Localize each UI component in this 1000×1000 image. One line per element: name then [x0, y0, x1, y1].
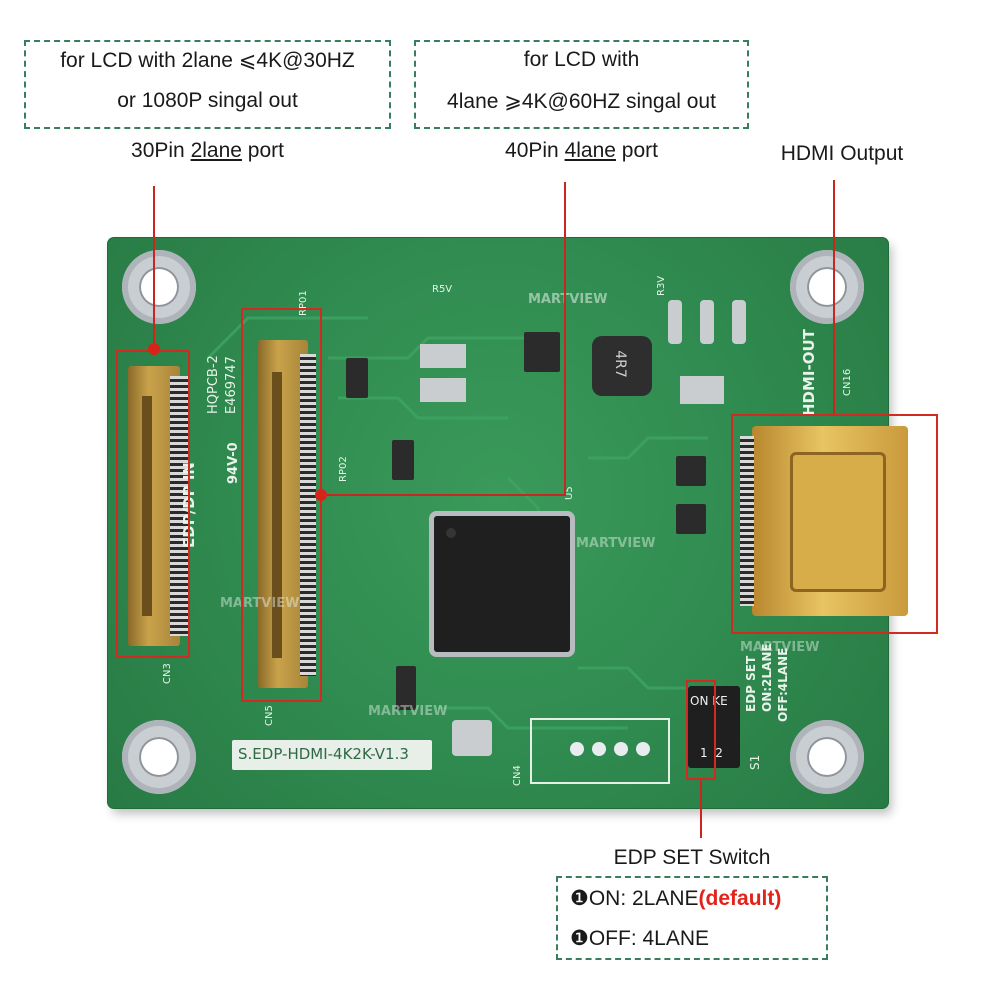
caption-30pin-post: port — [241, 139, 284, 162]
label-pcb-rating: 94V-0 — [226, 442, 241, 484]
mount-hole-tr — [790, 250, 864, 324]
watermark-brand-5: MARTVIEW — [220, 596, 300, 611]
label-cn3: CN3 — [162, 663, 173, 684]
component-ic-small-4 — [392, 440, 414, 480]
component-ic-small-2 — [676, 504, 706, 534]
dip-switch-nums: 1 2 — [700, 746, 723, 760]
label-edp-set-1: EDP SET — [744, 655, 758, 712]
inductor — [592, 336, 652, 396]
connector-30pin-pins — [170, 376, 188, 636]
caption-30pin-port: 30Pin 2lane port — [24, 139, 391, 163]
caption-hdmi-output: HDMI Output — [780, 142, 904, 165]
caption-30pin-pre: 30Pin — [131, 139, 191, 162]
watermark-brand-2: MARTVIEW — [576, 536, 656, 551]
leader-dot-40pin — [315, 489, 327, 501]
hdmi-connector-pins — [740, 436, 754, 606]
note-4lane-line1: for LCD with — [523, 48, 640, 71]
label-hdmi-out: HDMI-OUT — [800, 329, 818, 416]
connector-40pin-slot — [272, 372, 282, 658]
edp-set-on-text: ON: 2LANE — [588, 887, 699, 910]
header-cn4-pin-4 — [636, 742, 650, 756]
component-pad-2 — [700, 300, 714, 344]
component-ic-small-3 — [346, 358, 368, 398]
connector-40pin — [258, 340, 308, 688]
main-ic-chip — [434, 516, 570, 652]
highlight-30pin-connector — [116, 350, 190, 658]
leader-line-hdmi — [833, 180, 835, 414]
label-pcb-code: HQPCB-2 — [206, 355, 221, 414]
hdmi-connector-opening — [790, 452, 886, 592]
label-edp-set-3: OFF:4LANE — [776, 647, 790, 722]
leader-line-40pin-v — [564, 182, 566, 496]
note-box-edp-set — [556, 876, 828, 960]
note-2lane-line1: for LCD with 2lane ⩽4K@30HZ — [60, 49, 355, 72]
component-ic-small-5 — [396, 666, 416, 710]
highlight-dip-switch — [686, 680, 716, 780]
mount-hole-br — [790, 720, 864, 794]
caption-30pin-underlined: 2lane — [190, 139, 242, 162]
header-cn4-pin-3 — [614, 742, 628, 756]
label-r5v: R5V — [432, 284, 453, 295]
component-regulator — [524, 332, 560, 372]
caption-edp-set-switch: EDP SET Switch — [613, 846, 771, 869]
connector-30pin-slot — [142, 396, 152, 616]
label-cn5: CN5 — [264, 705, 275, 726]
edp-set-off-line: ❶OFF: 4LANE — [570, 926, 709, 951]
pcb-traces — [206, 316, 708, 730]
label-pcb-cert: E469747 — [224, 356, 239, 414]
leader-dot-30pin — [148, 343, 160, 355]
component-crystal — [452, 720, 492, 756]
leader-line-30pin — [153, 186, 155, 350]
watermark-brand-1: MARTVIEW — [528, 292, 608, 307]
highlight-hdmi-connector — [731, 414, 938, 634]
label-rp02: RP02 — [338, 456, 349, 482]
header-cn4 — [530, 718, 670, 784]
component-cap-1 — [420, 344, 466, 368]
component-cap-3 — [680, 376, 724, 404]
caption-40pin-port: 40Pin 4lane port — [414, 139, 749, 163]
mount-hole-bl — [122, 720, 196, 794]
component-pad-3 — [732, 300, 746, 344]
edp-set-default: (default) — [698, 887, 782, 910]
header-cn4-pin-1 — [570, 742, 584, 756]
label-s1: S1 — [748, 754, 762, 770]
main-ic-dot — [446, 528, 456, 538]
mount-hole-tl — [122, 250, 196, 324]
label-cn16: CN16 — [842, 368, 853, 396]
caption-40pin-post: port — [615, 139, 658, 162]
note-box-2lane — [24, 40, 391, 129]
connector-40pin-pins — [300, 354, 316, 676]
bullet-icon: ❶ — [570, 887, 589, 910]
model-label-box — [232, 740, 432, 770]
leader-line-40pin-h — [320, 494, 566, 496]
component-cap-2 — [420, 378, 466, 402]
header-cn4-pin-2 — [592, 742, 606, 756]
component-pad-1 — [668, 300, 682, 344]
caption-40pin-pre: 40Pin — [505, 139, 565, 162]
model-label: S.EDP-HDMI-4K2K-V1.3 — [238, 745, 409, 763]
edp-set-on-line: ❶ON: 2LANE(default) — [570, 886, 781, 911]
note-box-4lane — [414, 40, 749, 129]
note-2lane-line2: or 1080P singal out — [117, 89, 298, 112]
caption-40pin-underlined: 4lane — [564, 139, 616, 162]
highlight-40pin-connector — [241, 308, 322, 702]
label-cn4: CN4 — [512, 765, 523, 786]
label-r3v: R3V — [656, 275, 667, 296]
dip-switch-on-label: ON KE — [690, 694, 728, 708]
component-ic-small-1 — [676, 456, 706, 486]
inductor-label: 4R7 — [611, 350, 628, 378]
leader-line-switch — [700, 780, 702, 838]
edp-set-off-text: OFF: 4LANE — [588, 927, 710, 950]
bullet-icon: ❶ — [570, 927, 589, 950]
note-4lane-line2: 4lane ⩾4K@60HZ singal out — [447, 90, 716, 113]
watermark-brand-3: MARTVIEW — [368, 704, 448, 719]
watermark-brand-4: MARTVIEW — [740, 640, 820, 655]
